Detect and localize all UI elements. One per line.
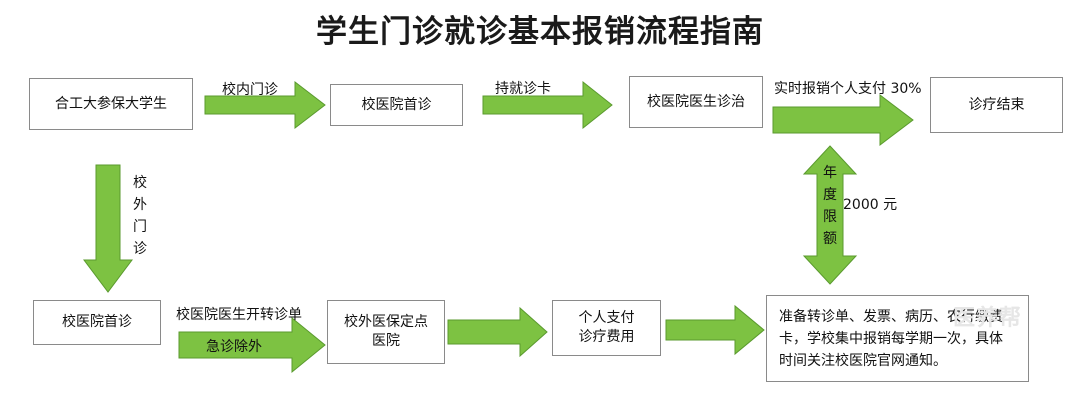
node-personal-payment: 个人支付诊疗费用 bbox=[552, 300, 661, 356]
node-doctor-treatment: 校医院医生诊治 bbox=[629, 76, 763, 128]
node-student: 合工大参保大学生 bbox=[29, 78, 193, 130]
label-offcampus-outpatient: 校外门诊 bbox=[133, 175, 147, 257]
node-external-hospital: 校外医保定点医院 bbox=[327, 300, 445, 364]
arrow-doctor-to-end bbox=[772, 93, 914, 147]
node-campus-first-visit: 校医院首诊 bbox=[330, 84, 463, 126]
arrow-annual-limit bbox=[802, 145, 858, 285]
arrow-student-to-offcampus bbox=[83, 164, 133, 293]
label-annual-limit: 年度限额 bbox=[823, 165, 837, 247]
page-title: 学生门诊就诊基本报销流程指南 bbox=[316, 14, 764, 50]
label-emergency-except: 急诊除外 bbox=[206, 339, 262, 355]
node-offcampus-first-visit: 校医院首诊 bbox=[33, 300, 161, 345]
label-realtime-reimburse: 实时报销个人支付 30% bbox=[774, 81, 922, 97]
arrow-offcampus-to-external bbox=[178, 316, 326, 374]
arrow-student-to-campus bbox=[204, 80, 326, 130]
arrow-payment-to-reimburse bbox=[665, 304, 765, 356]
label-referral: 校医院医生开转诊单 bbox=[176, 307, 302, 323]
node-treatment-end: 诊疗结束 bbox=[930, 77, 1063, 133]
label-limit-amount: 2000 元 bbox=[843, 197, 898, 213]
arrow-campus-to-doctor bbox=[482, 80, 613, 130]
label-campus-outpatient: 校内门诊 bbox=[222, 82, 278, 98]
watermark: 医养帮 bbox=[953, 306, 1023, 331]
node-reimburse-prep: 准备转诊单、发票、病历、农行缴费卡，学校集中报销每学期一次，具体时间关注校医院官… bbox=[766, 295, 1029, 382]
arrow-external-to-payment bbox=[447, 306, 548, 358]
label-hold-card: 持就诊卡 bbox=[495, 81, 551, 97]
